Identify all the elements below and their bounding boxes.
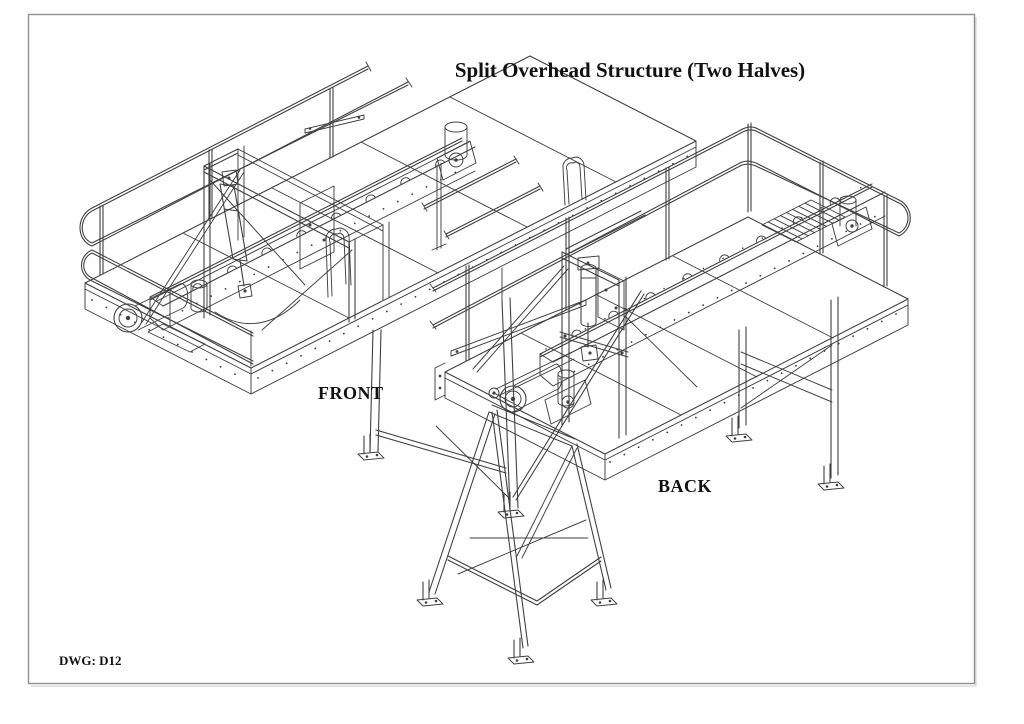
page-border-shadow <box>31 17 977 687</box>
leg-brace <box>740 351 833 403</box>
guard-railing <box>429 122 911 362</box>
support-legs <box>369 267 645 511</box>
discharge-canister <box>831 195 873 247</box>
conveyor-trough <box>539 183 886 387</box>
deck-end-plate <box>434 362 446 401</box>
gantry-brace <box>261 249 353 331</box>
back-view <box>416 122 911 665</box>
discharge-canister <box>436 121 477 181</box>
hydraulic-cylinder <box>219 169 253 299</box>
gantry-brace <box>209 179 306 286</box>
page-border <box>27 13 976 685</box>
rail-cut-ticks <box>429 283 437 330</box>
gantry-frame <box>472 210 698 439</box>
mounting-feet <box>357 433 525 519</box>
dwg-reference: DWG: D12 <box>59 653 121 668</box>
mounting-feet <box>725 415 845 491</box>
gantry-brace <box>624 315 698 388</box>
end-railing <box>80 249 254 367</box>
gantry-brace <box>472 265 569 373</box>
gantry-side-panel <box>597 267 625 331</box>
back-view-label: BACK <box>658 476 712 496</box>
front-view <box>79 55 697 519</box>
handle-loops <box>325 156 587 298</box>
leg-brace <box>740 344 833 409</box>
trestle-brace <box>447 555 538 606</box>
leg-brace <box>512 290 645 501</box>
support-legs <box>738 296 839 479</box>
wear-bar <box>304 114 365 134</box>
leg-brace <box>375 429 507 474</box>
belt-guard-curve <box>214 299 301 325</box>
split-rail-segments <box>304 114 587 357</box>
trestle-brace <box>536 556 602 606</box>
guard-railing <box>79 61 413 276</box>
tension-arm <box>495 351 575 397</box>
trestle-top-beam <box>488 404 576 447</box>
rail-cut-ticks <box>365 61 413 88</box>
drive-motor <box>113 279 301 353</box>
front-view-label: FRONT <box>318 383 384 403</box>
conveyor-scallops <box>571 197 841 338</box>
drawing-title: Split Overhead Structure (Two Halves) <box>455 58 805 82</box>
trestle-brace <box>457 519 587 575</box>
drive-motor <box>488 351 592 425</box>
grating-panel <box>761 199 846 243</box>
gantry-side-panel <box>299 185 335 270</box>
trestle-support <box>428 404 612 649</box>
gantry-frame <box>141 145 390 331</box>
platform-deck <box>434 216 909 481</box>
platform-deck <box>84 55 697 395</box>
mounting-feet <box>416 579 618 665</box>
